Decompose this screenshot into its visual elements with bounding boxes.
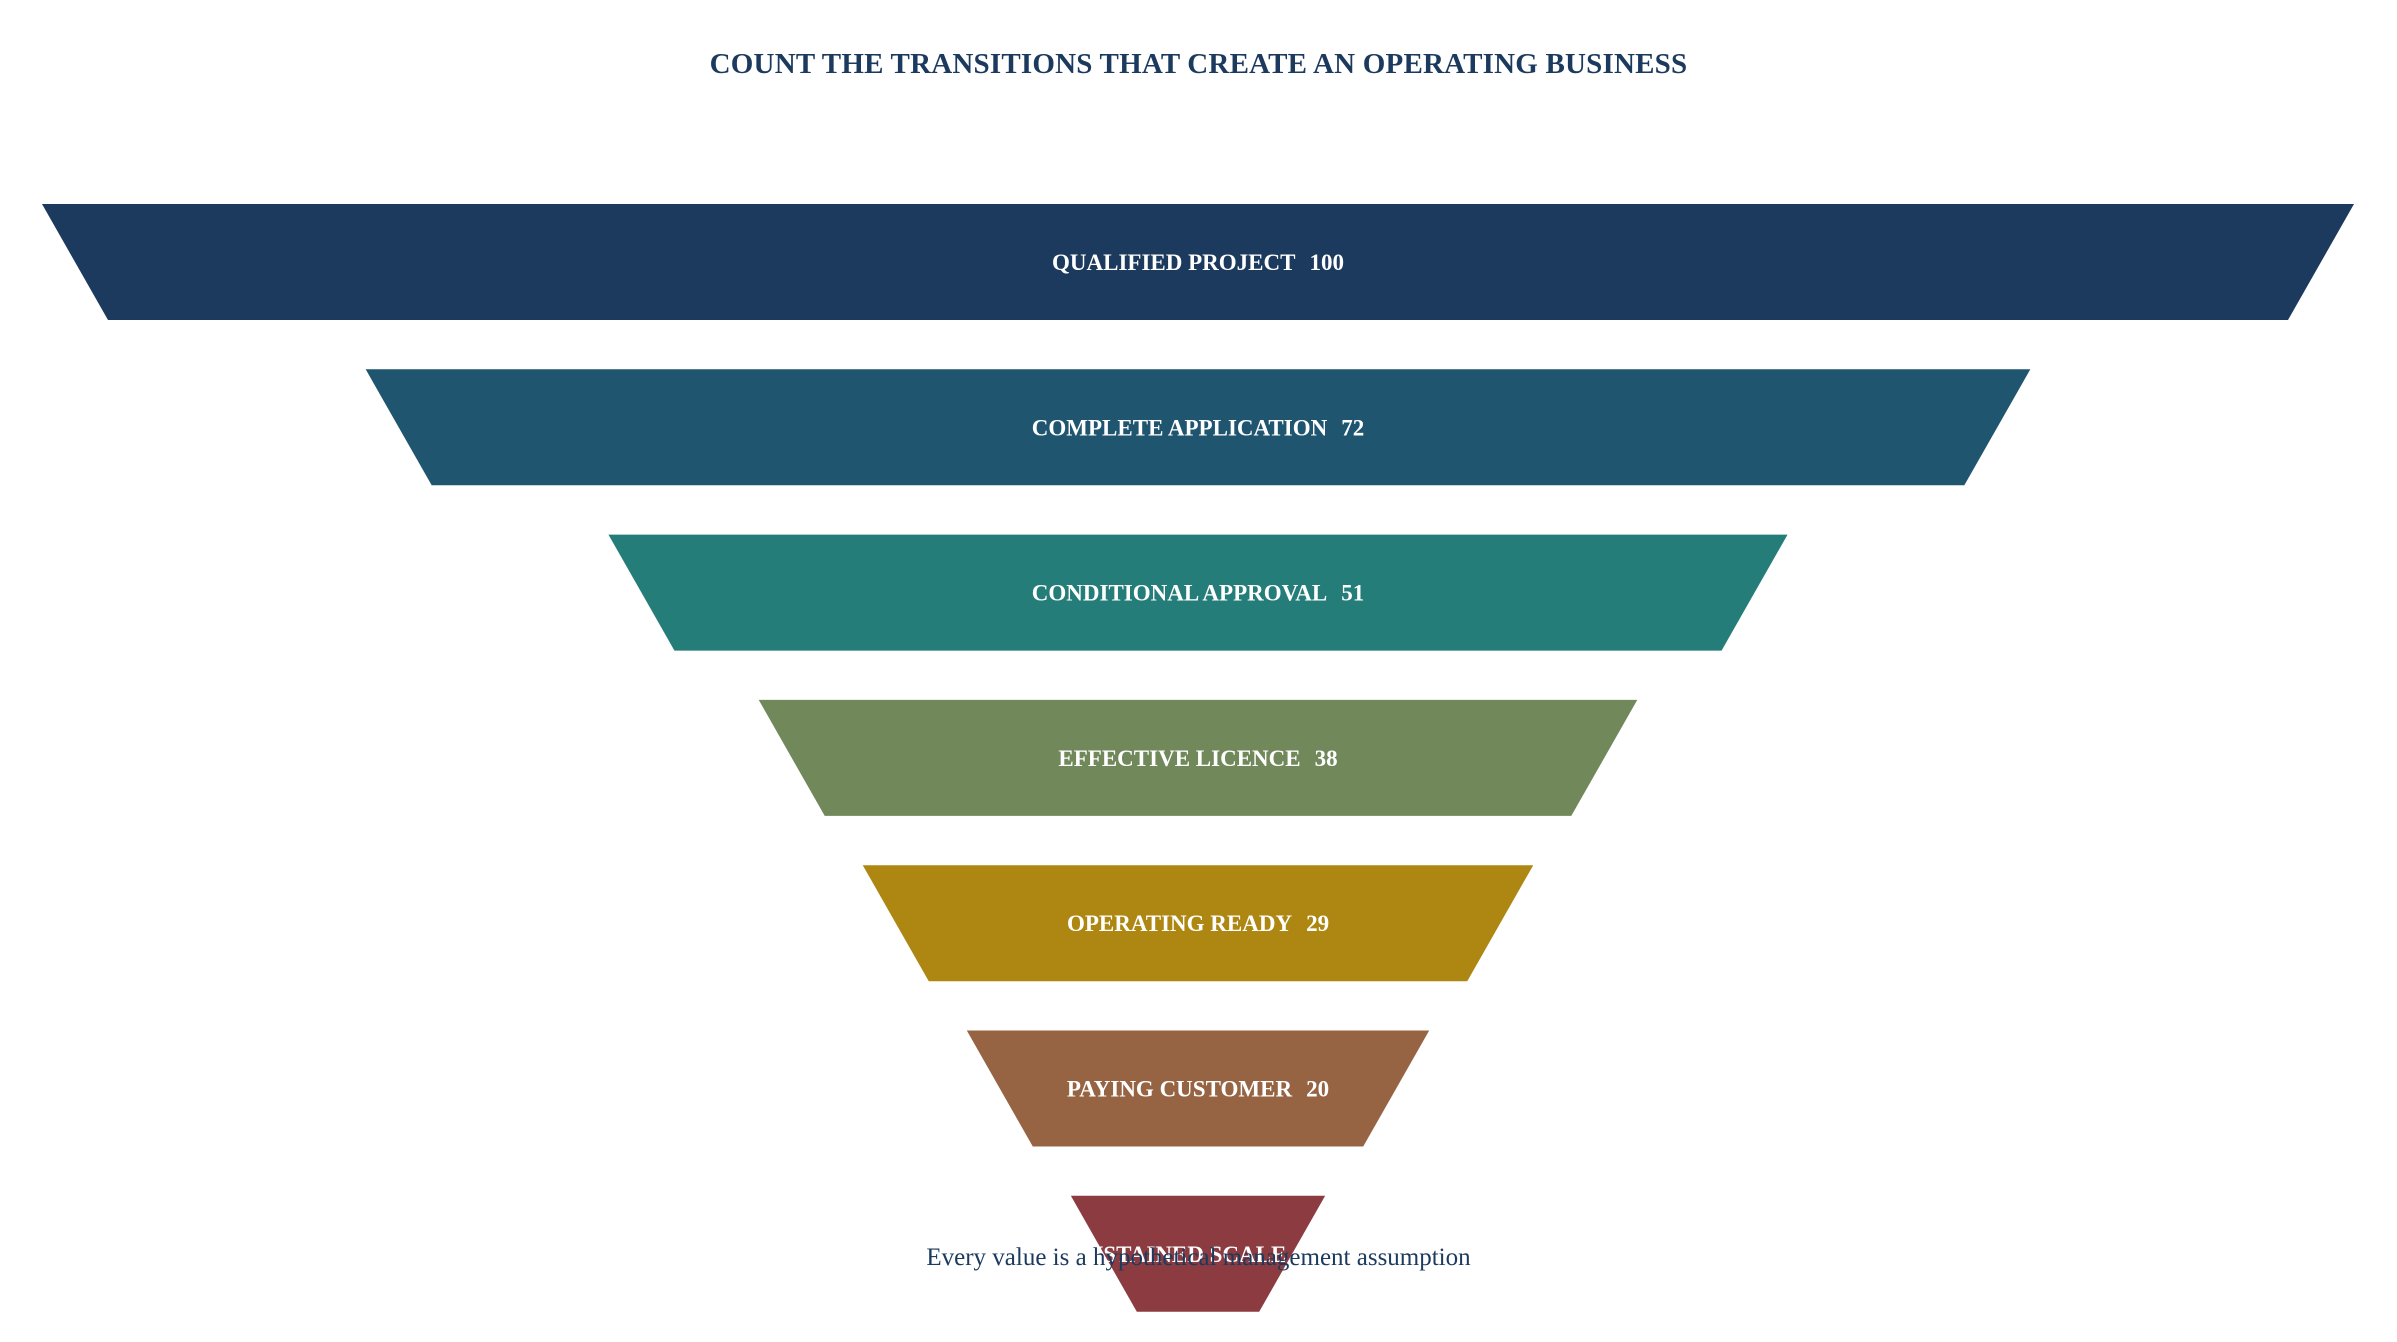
funnel-segment (608, 534, 1788, 651)
stage-value: 11 (1300, 1242, 1322, 1267)
stage-label: SUSTAINED SCALE (1074, 1242, 1286, 1267)
funnel-stage: OPERATING READY 29 (862, 865, 1534, 982)
funnel-segment (966, 1030, 1430, 1147)
stage-text: QUALIFIED PROJECT 100 (1052, 250, 1344, 275)
funnel-stage: COMPLETE APPLICATION 72 (365, 369, 2031, 486)
stage-label: OPERATING READY (1067, 911, 1293, 936)
stage-label: QUALIFIED PROJECT (1052, 250, 1295, 275)
stage-value: 38 (1315, 746, 1338, 771)
stage-label: CONDITIONAL APPROVAL (1032, 581, 1327, 606)
stage-text: EFFECTIVE LICENCE 38 (1058, 746, 1337, 771)
funnel-segment (758, 699, 1638, 816)
stage-label: EFFECTIVE LICENCE (1058, 746, 1300, 771)
stage-text: SUSTAINED SCALE 11 (1074, 1242, 1322, 1267)
funnel-segment (1070, 1195, 1326, 1312)
funnel-stage: CONDITIONAL APPROVAL 51 (608, 534, 1788, 651)
funnel-segment (365, 369, 2031, 486)
funnel-stage: EFFECTIVE LICENCE 38 (758, 699, 1638, 816)
footnote: Every value is a hypothetical management… (926, 1244, 1471, 1271)
funnel-stage: SUSTAINED SCALE 11 (1070, 1195, 1326, 1312)
stage-label: PAYING CUSTOMER (1067, 1077, 1293, 1102)
funnel-stage: QUALIFIED PROJECT 100 (42, 204, 2354, 320)
stage-text: OPERATING READY 29 (1067, 911, 1329, 936)
stage-value: 51 (1341, 581, 1364, 606)
funnel-segment (862, 865, 1534, 982)
stage-text: CONDITIONAL APPROVAL 51 (1032, 581, 1364, 606)
funnel-stage: PAYING CUSTOMER 20 (966, 1030, 1430, 1147)
stage-value: 72 (1341, 415, 1364, 440)
stage-label: COMPLETE APPLICATION (1032, 415, 1328, 440)
stage-text: COMPLETE APPLICATION 72 (1032, 415, 1364, 440)
stage-text: PAYING CUSTOMER 20 (1067, 1077, 1329, 1102)
funnel-segment (42, 204, 2354, 320)
stage-value: 100 (1309, 250, 1344, 275)
stage-value: 29 (1306, 911, 1329, 936)
stage-value: 20 (1306, 1077, 1329, 1102)
chart-title: COUNT THE TRANSITIONS THAT CREATE AN OPE… (709, 48, 1688, 80)
